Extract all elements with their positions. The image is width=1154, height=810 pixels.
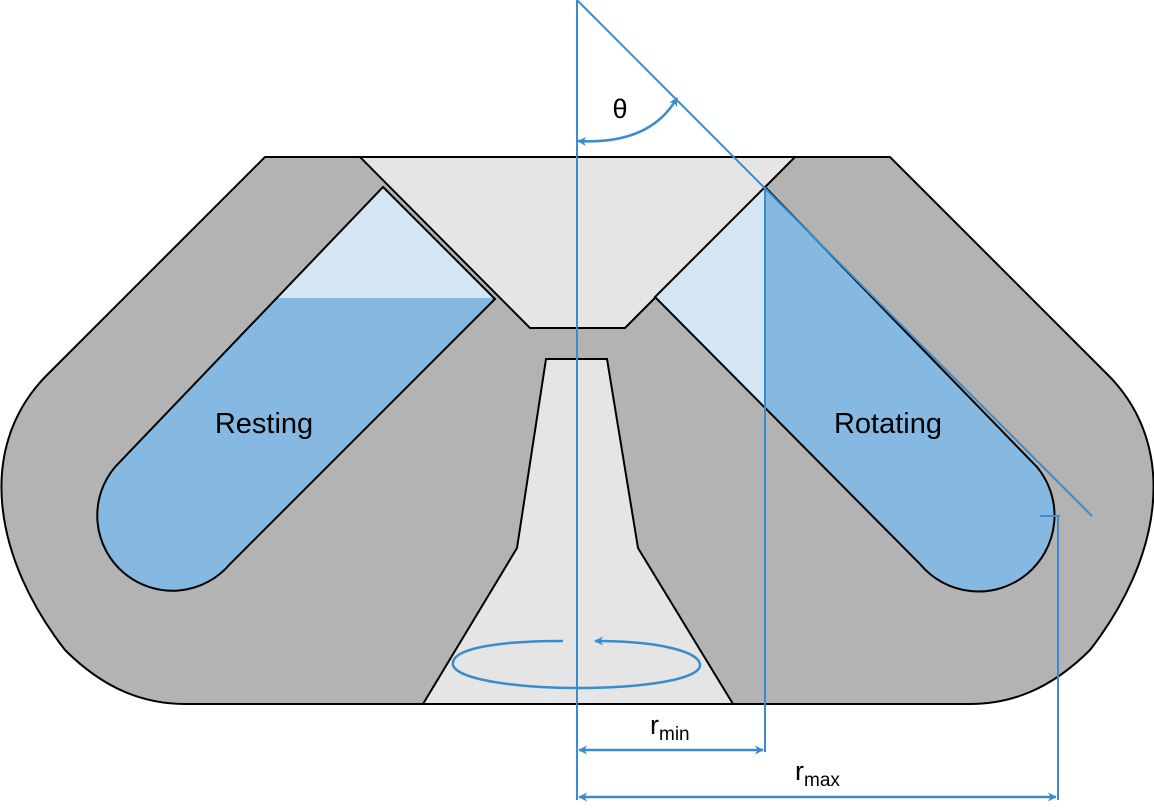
rotation-direction-indicator [451, 636, 702, 690]
tube-angle-line [576, 0, 1093, 517]
theta-angle-arc [577, 97, 679, 146]
r-max-subscript: max [804, 770, 840, 791]
annotation-lines [576, 0, 1093, 800]
r-min-label: rmin [650, 710, 690, 745]
rotating-label: Rotating [834, 408, 942, 440]
r-min-symbol: r [650, 710, 659, 740]
r-min-subscript: min [659, 724, 690, 745]
r-max-symbol: r [795, 756, 804, 786]
resting-label: Resting [215, 408, 313, 440]
r-max-label: rmax [795, 756, 840, 791]
theta-label: θ [612, 94, 627, 124]
